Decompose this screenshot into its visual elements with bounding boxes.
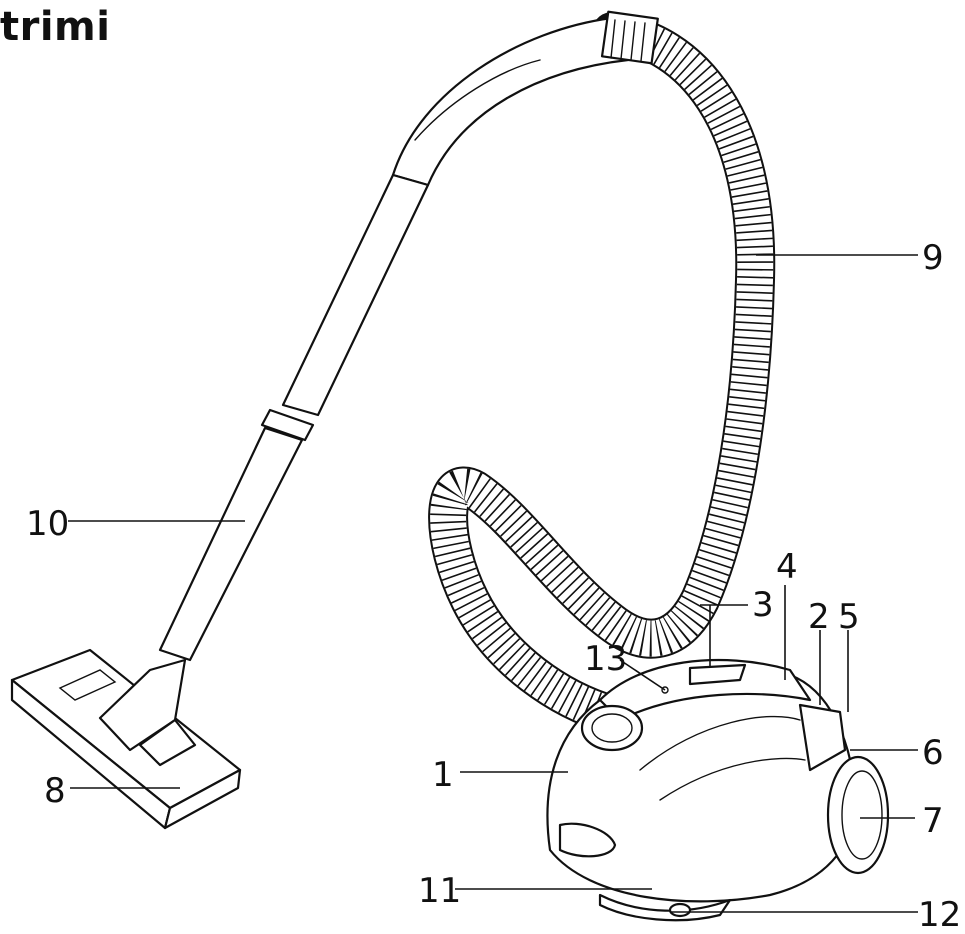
handle — [391, 10, 659, 187]
leader-lines — [68, 254, 918, 913]
vacuum-body — [546, 658, 890, 922]
label-11: 11 — [418, 871, 461, 911]
label-7: 7 — [922, 801, 944, 841]
label-1: 1 — [432, 755, 454, 795]
label-12: 12 — [918, 895, 961, 934]
label-9: 9 — [922, 238, 944, 278]
label-5: 5 — [838, 597, 860, 637]
label-2: 2 — [808, 597, 830, 637]
page-title: trimi — [0, 4, 111, 50]
label-13: 13 — [584, 639, 627, 679]
label-10: 10 — [26, 504, 69, 544]
label-4: 4 — [776, 547, 798, 587]
floor-nozzle — [10, 648, 242, 830]
label-8: 8 — [44, 771, 66, 811]
label-6: 6 — [922, 733, 944, 773]
hose — [428, 12, 776, 735]
label-3: 3 — [752, 585, 774, 625]
telescopic-tube — [158, 173, 430, 662]
